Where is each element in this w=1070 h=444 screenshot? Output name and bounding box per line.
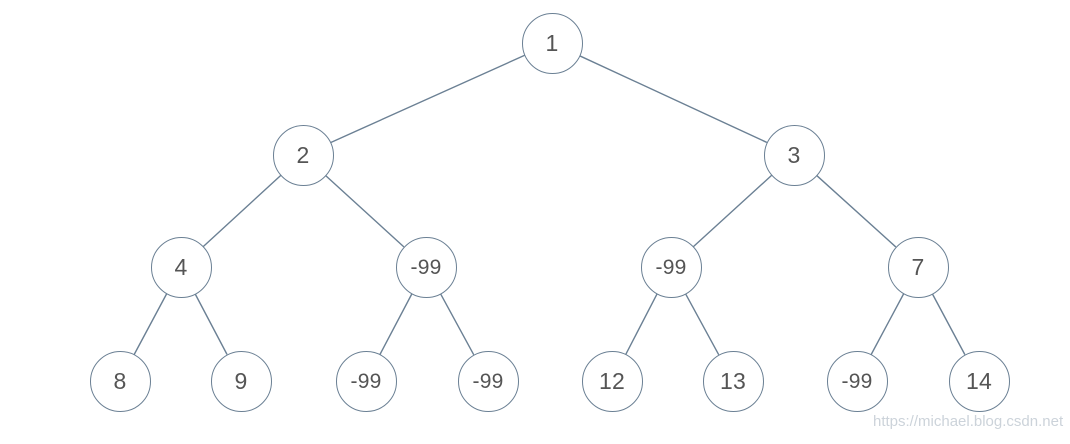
tree-node-label: -99 <box>655 255 687 279</box>
tree-edge <box>439 293 475 355</box>
tree-node[interactable]: 14 <box>948 350 1010 412</box>
tree-edge <box>684 293 720 355</box>
tree-edge <box>324 174 405 248</box>
tree-node[interactable]: 2 <box>272 124 334 186</box>
tree-node-label: 7 <box>911 253 925 280</box>
tree-node-label: -99 <box>841 369 873 393</box>
tree-edge <box>578 55 768 143</box>
tree-node[interactable]: -99 <box>457 350 519 412</box>
tree-node-label: 2 <box>296 141 310 168</box>
tree-node-label: 1 <box>545 29 559 56</box>
tree-node-label: 4 <box>174 253 188 280</box>
tree-node-label: 12 <box>599 367 625 394</box>
tree-node-label: 9 <box>234 367 248 394</box>
tree-node[interactable]: 12 <box>581 350 643 412</box>
tree-edge <box>133 293 168 355</box>
tree-node[interactable]: -99 <box>395 236 457 298</box>
tree-node-label: -99 <box>410 255 442 279</box>
tree-node[interactable]: -99 <box>640 236 702 298</box>
tree-node[interactable]: 13 <box>702 350 764 412</box>
tree-edge <box>931 293 966 355</box>
tree-node-label: 3 <box>787 141 801 168</box>
tree-edge <box>692 174 773 248</box>
tree-node[interactable]: -99 <box>826 350 888 412</box>
tree-node-label: 14 <box>966 367 992 394</box>
tree-edge <box>815 174 897 248</box>
tree-edge <box>625 293 658 355</box>
tree-node[interactable]: 9 <box>210 350 272 412</box>
tree-node[interactable]: 1 <box>521 12 583 74</box>
tree-node-label: -99 <box>472 369 504 393</box>
tree-node-label: -99 <box>350 369 382 393</box>
tree-node-label: 13 <box>720 367 746 394</box>
watermark-text: https://michael.blog.csdn.net <box>873 413 1064 430</box>
tree-node[interactable]: 8 <box>89 350 151 412</box>
tree-edge <box>870 293 905 355</box>
tree-node[interactable]: -99 <box>335 350 397 412</box>
tree-node[interactable]: 4 <box>150 236 212 298</box>
tree-node-label: 8 <box>113 367 127 394</box>
tree-edge <box>202 174 282 248</box>
tree-node[interactable]: 7 <box>887 236 949 298</box>
tree-edge <box>379 293 413 355</box>
tree-edge <box>194 293 228 355</box>
tree-edge <box>330 54 525 144</box>
tree-node[interactable]: 3 <box>763 124 825 186</box>
